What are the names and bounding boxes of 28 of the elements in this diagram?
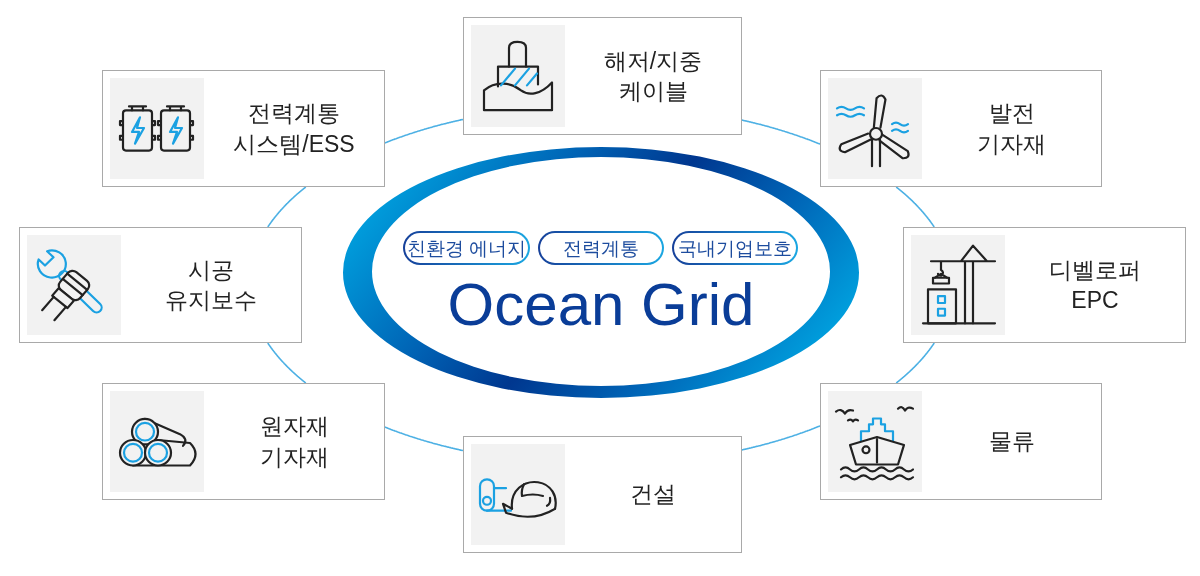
title-text: Ocean Grid	[447, 270, 755, 339]
connector-line	[384, 426, 464, 452]
connector-line	[895, 186, 935, 228]
connector-line	[267, 342, 307, 384]
category-box	[19, 227, 302, 343]
category-box	[463, 17, 742, 135]
connector-line	[384, 118, 464, 144]
keyword-tag: 전력계통	[538, 231, 664, 265]
connector-line	[895, 342, 935, 384]
category-box	[463, 436, 742, 553]
box-label: 물류	[988, 427, 1035, 457]
box-label: 시공 유지보수	[164, 255, 258, 315]
box-label: 디벨로퍼 EPC	[1048, 255, 1142, 315]
connector-line	[267, 186, 307, 228]
category-box	[102, 70, 385, 187]
box-label: 원자재 기자재	[259, 412, 329, 472]
category-box	[903, 227, 1186, 343]
box-label: 전력계통 시스템/ESS	[232, 99, 356, 159]
category-box	[102, 383, 385, 500]
keyword-tag: 국내기업보호	[672, 231, 798, 265]
box-label: 건설	[629, 480, 677, 510]
connector-line	[741, 425, 821, 451]
category-box	[820, 383, 1102, 500]
category-box	[820, 70, 1102, 187]
keyword-tag: 친환경 에너지	[403, 231, 530, 265]
box-label: 발전 기자재	[976, 99, 1047, 159]
box-label: 해저/지중 케이블	[603, 46, 703, 106]
connector-line	[741, 119, 821, 145]
